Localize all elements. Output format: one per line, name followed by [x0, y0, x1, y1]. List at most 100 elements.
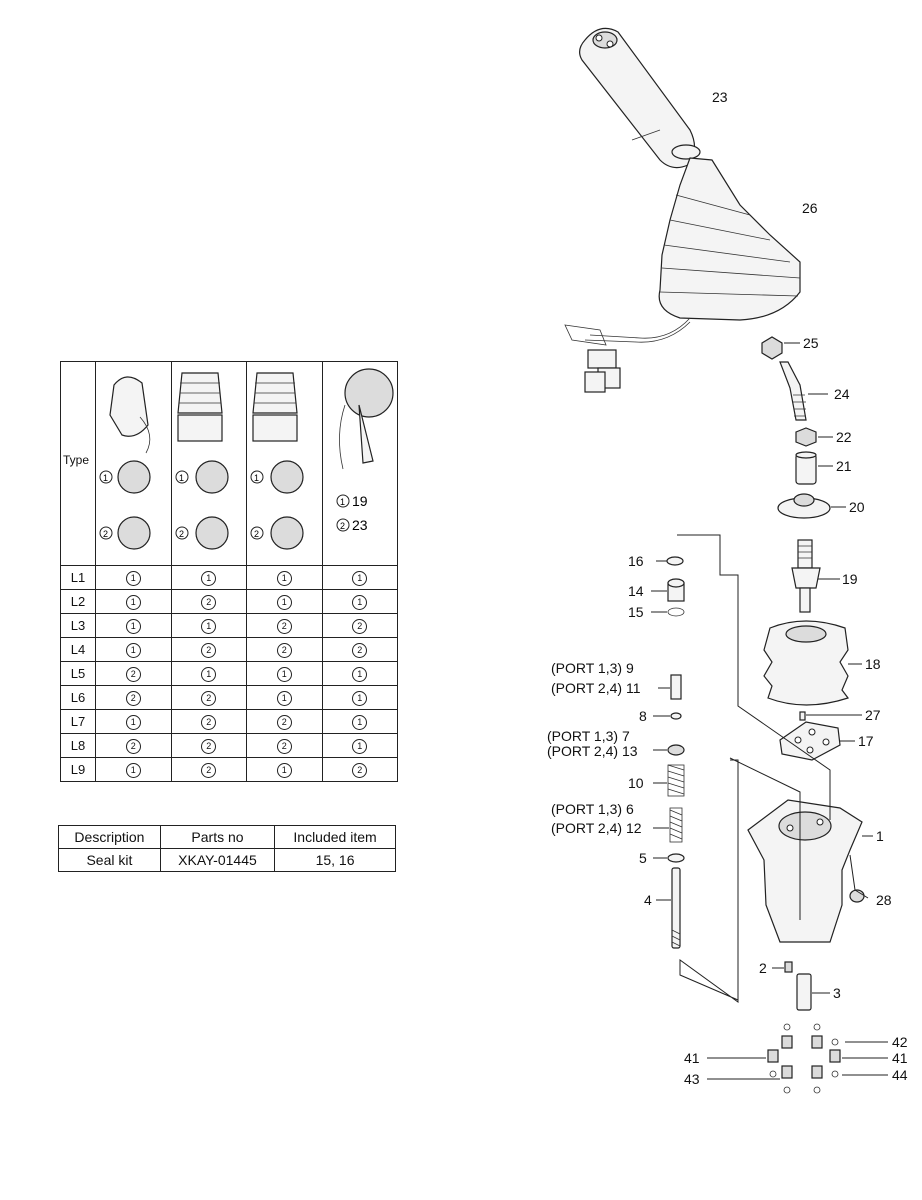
- callout-4: 4: [644, 892, 652, 908]
- callout-21: 21: [836, 458, 852, 474]
- callout-27: 27: [865, 707, 881, 723]
- col1-opt2-mark: 2: [103, 529, 108, 539]
- seal-parts-no: XKAY-01445: [159, 848, 276, 872]
- row-label: L9: [60, 757, 96, 782]
- option-mark: 1: [125, 571, 141, 586]
- option-cell: 1: [170, 661, 247, 686]
- option-cell: 2: [321, 757, 398, 782]
- callout-25: 25: [803, 335, 819, 351]
- callout-12: (PORT 2,4) 12: [551, 820, 642, 836]
- col1-opt1-mark: 1: [103, 473, 108, 483]
- option-cell: 1: [95, 613, 172, 638]
- header-description: Description: [58, 825, 161, 849]
- lever-variant-icon: 1 19 2 23: [336, 367, 394, 533]
- col4-opt2-mark: 2: [340, 521, 345, 531]
- type-col-1-illustration: 1 2: [95, 361, 172, 566]
- callout-10: 10: [628, 775, 644, 791]
- option-mark: 2: [201, 715, 217, 730]
- seal-table-header-row: Description Parts no Included item: [58, 825, 396, 849]
- option-cell: 2: [170, 733, 247, 758]
- handle-variant-icon: 1 2: [99, 375, 151, 550]
- callout-13: (PORT 2,4) 13: [547, 743, 638, 759]
- option-cell: 2: [95, 661, 172, 686]
- option-mark: 1: [276, 571, 292, 586]
- header-parts-no: Parts no: [159, 825, 276, 849]
- option-mark: 2: [201, 691, 217, 706]
- row-label: L2: [60, 589, 96, 614]
- joystick-handle-illustration: [579, 27, 701, 169]
- callout-44: 44: [892, 1067, 908, 1083]
- option-mark: 1: [125, 715, 141, 730]
- callout-41-left: 41: [684, 1050, 700, 1066]
- option-mark: 1: [276, 595, 292, 610]
- option-cell: 2: [246, 733, 323, 758]
- option-mark: 2: [276, 739, 292, 754]
- col3-opt1-mark: 1: [254, 473, 259, 483]
- option-cell: 1: [246, 589, 323, 614]
- header-included-item: Included item: [274, 825, 396, 849]
- type-col-3-illustration: 1 2: [246, 361, 323, 566]
- callout-16: 16: [628, 553, 644, 569]
- option-cell: 2: [95, 733, 172, 758]
- option-mark: 1: [276, 691, 292, 706]
- option-cell: 2: [170, 589, 247, 614]
- row-label: L5: [60, 661, 96, 686]
- type-table-header-row: Type 1 2 1: [60, 361, 398, 566]
- type-col-4-illustration: 1 19 2 23: [321, 361, 398, 566]
- option-cell: 2: [246, 613, 323, 638]
- row-label: L6: [60, 685, 96, 710]
- option-cell: 1: [95, 589, 172, 614]
- callout-9: (PORT 1,3) 9: [551, 660, 634, 676]
- type-header-label: Type: [63, 453, 90, 467]
- row-label: L4: [60, 637, 96, 662]
- option-mark: 2: [125, 667, 141, 682]
- callout-20: 20: [849, 499, 865, 515]
- option-cell: 1: [321, 733, 398, 758]
- option-cell: 1: [170, 565, 247, 590]
- rubber-boot-illustration: [658, 157, 801, 321]
- col2-opt2-mark: 2: [179, 529, 184, 539]
- callout-26: 26: [802, 200, 818, 216]
- row-label: L7: [60, 709, 96, 734]
- option-mark: 2: [201, 763, 217, 778]
- callout-6: (PORT 1,3) 6: [551, 801, 634, 817]
- option-cell: 2: [321, 613, 398, 638]
- right-stack-parts: [747, 336, 865, 1011]
- option-mark: 2: [276, 643, 292, 658]
- option-mark: 1: [125, 643, 141, 658]
- option-mark: 2: [276, 715, 292, 730]
- option-cell: 2: [170, 637, 247, 662]
- option-cell: 1: [95, 709, 172, 734]
- seal-description: Seal kit: [58, 848, 161, 872]
- option-mark: 2: [352, 619, 368, 634]
- option-mark: 2: [201, 643, 217, 658]
- option-mark: 1: [125, 595, 141, 610]
- option-mark: 1: [276, 667, 292, 682]
- type-header-cell: Type: [60, 361, 96, 566]
- row-label: L3: [60, 613, 96, 638]
- option-mark: 1: [276, 763, 292, 778]
- option-mark: 2: [125, 691, 141, 706]
- col4-opt1-value: 19: [352, 493, 368, 509]
- option-cell: 1: [246, 685, 323, 710]
- option-cell: 2: [246, 637, 323, 662]
- option-mark: 2: [125, 739, 141, 754]
- callout-22: 22: [836, 429, 852, 445]
- option-cell: 1: [321, 565, 398, 590]
- option-cell: 1: [321, 589, 398, 614]
- option-mark: 2: [201, 595, 217, 610]
- callout-28: 28: [876, 892, 892, 908]
- callout-2: 2: [759, 960, 767, 976]
- col4-opt2-value: 23: [352, 517, 368, 533]
- option-cell: 2: [246, 709, 323, 734]
- port-fittings-illustration: [767, 1023, 841, 1094]
- seal-table-row: Seal kit XKAY-01445 15, 16: [58, 848, 396, 872]
- wiring-harness-illustration: [564, 317, 691, 393]
- option-cell: 1: [321, 661, 398, 686]
